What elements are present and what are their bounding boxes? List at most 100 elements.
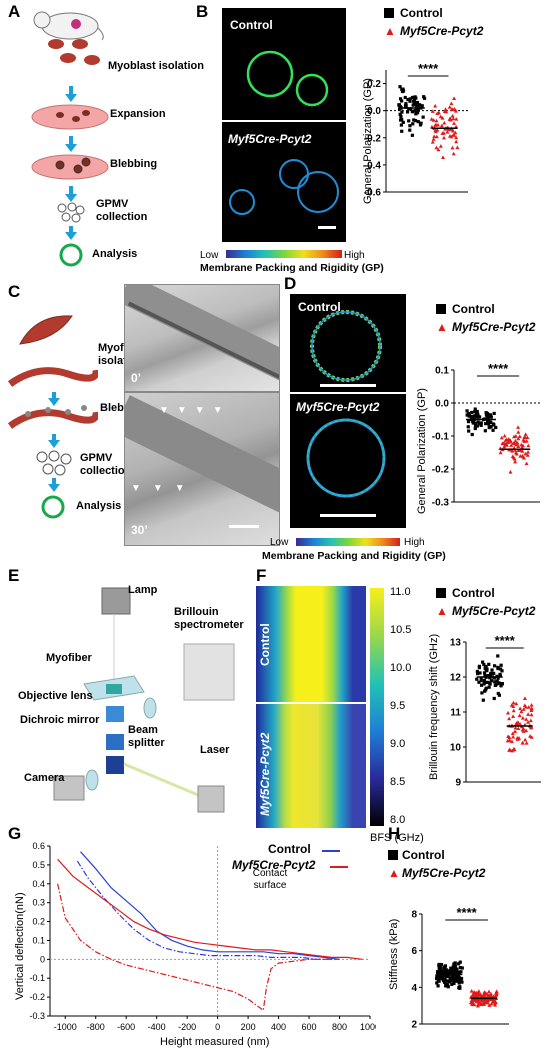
data-point-pcyt2 — [516, 436, 521, 441]
data-point-pcyt2 — [447, 117, 452, 121]
data-point-pcyt2 — [518, 722, 523, 726]
gpmv-circles-icon-c — [36, 450, 72, 476]
y-tick-label: 0.4 — [32, 879, 45, 889]
data-point-pcyt2 — [489, 1001, 494, 1006]
data-point-control — [489, 415, 493, 419]
data-point-pcyt2 — [507, 437, 512, 442]
data-point-pcyt2 — [522, 439, 527, 443]
data-point-pcyt2 — [523, 435, 528, 439]
data-point-control — [477, 666, 482, 670]
data-point-control — [486, 412, 490, 416]
data-point-control — [473, 407, 477, 411]
data-point-control — [458, 979, 462, 983]
data-point-control — [400, 110, 404, 114]
data-point-control — [400, 89, 405, 94]
y-tick-label: -0.6 — [364, 188, 382, 199]
data-point-pcyt2 — [526, 720, 531, 724]
data-point-control — [398, 97, 403, 101]
x-tick-label: -200 — [178, 1022, 196, 1032]
data-point-pcyt2 — [436, 147, 441, 152]
data-point-control — [499, 663, 503, 667]
gpmv-fiber-image-pcyt2: Myf5Cre-Pcyt2 — [290, 394, 406, 528]
label-lamp: Lamp — [128, 584, 158, 596]
data-point-pcyt2 — [442, 135, 447, 140]
data-point-pcyt2 — [480, 998, 485, 1003]
data-point-control — [442, 980, 447, 984]
data-point-control — [498, 672, 502, 677]
step-blebbing: Blebbing — [110, 158, 158, 170]
data-point-control — [481, 698, 485, 702]
data-point-control — [403, 95, 407, 100]
data-point-pcyt2 — [524, 728, 529, 733]
data-point-control — [470, 410, 474, 415]
y-tick-label: -0.1 — [432, 432, 450, 443]
data-point-pcyt2 — [493, 991, 498, 995]
data-point-control — [408, 124, 412, 128]
data-point-pcyt2 — [453, 130, 458, 135]
data-point-pcyt2 — [524, 740, 529, 745]
data-point-pcyt2 — [482, 1000, 487, 1004]
data-point-control — [408, 99, 412, 103]
y-tick-label: -0.3 — [29, 1011, 45, 1021]
data-point-control — [406, 97, 410, 102]
data-point-control — [421, 115, 425, 119]
data-point-control — [443, 968, 447, 972]
data-point-control — [473, 426, 477, 431]
chart-d-ylabel: General Polarization (GP) — [416, 388, 428, 514]
data-point-pcyt2 — [510, 448, 515, 453]
data-point-pcyt2 — [476, 1002, 481, 1007]
data-point-control — [467, 413, 472, 417]
data-point-control — [471, 419, 475, 423]
legend-control: Control — [400, 6, 443, 20]
chart-f-ylabel: Brillouin frequency shift (GHz) — [428, 633, 440, 780]
chart-g-ylabel: Vertical deflection(nN) — [14, 892, 26, 1000]
gpmv-image-pcyt2: Myf5Cre-Pcyt2 — [222, 122, 346, 242]
data-point-control — [415, 111, 420, 115]
data-point-pcyt2 — [509, 443, 514, 447]
myofiber-image-30min: ▼▼▼▼ ▼▼▼ 30’ — [124, 392, 280, 546]
data-point-control — [479, 683, 484, 687]
data-point-control — [446, 979, 450, 983]
data-point-pcyt2 — [519, 442, 524, 447]
data-point-pcyt2 — [516, 444, 521, 449]
data-point-control — [456, 975, 460, 979]
y-tick-label: 2 — [411, 1020, 417, 1031]
bfs-colorbar — [370, 588, 384, 826]
data-point-control — [398, 118, 403, 122]
data-point-control — [410, 133, 414, 137]
data-point-control — [414, 112, 418, 116]
data-point-control — [479, 422, 483, 426]
data-point-control — [486, 673, 490, 678]
x-tick-label: 800 — [332, 1022, 347, 1032]
data-point-pcyt2 — [431, 137, 436, 141]
label-spectrometer: Brillouin spectrometer — [174, 606, 244, 631]
data-point-control — [492, 411, 496, 416]
bfs-tick-label: 11.0 — [390, 586, 411, 598]
data-point-pcyt2 — [454, 139, 459, 144]
legend-triangle-icon: ▲ — [436, 604, 448, 618]
data-point-pcyt2 — [478, 1000, 483, 1005]
data-point-pcyt2 — [525, 453, 530, 457]
data-point-control — [474, 421, 478, 425]
data-point-control — [410, 110, 415, 114]
data-point-pcyt2 — [439, 123, 444, 128]
data-point-pcyt2 — [513, 725, 518, 730]
data-point-pcyt2 — [511, 441, 516, 445]
y-tick-label: -0.2 — [29, 992, 45, 1002]
data-point-pcyt2 — [521, 729, 526, 733]
y-tick-label: 0.5 — [32, 860, 45, 870]
panel-label-h: H — [388, 824, 401, 843]
data-point-pcyt2 — [487, 993, 492, 998]
data-point-pcyt2 — [476, 989, 481, 993]
y-tick-label: 10 — [450, 743, 462, 754]
series-line — [57, 883, 340, 1012]
brillouin-setup-diagram — [53, 587, 235, 813]
data-point-pcyt2 — [514, 441, 519, 445]
y-tick-label: 0.6 — [32, 841, 45, 851]
data-point-control — [412, 118, 416, 122]
bfs-tick-label: 9.0 — [390, 738, 406, 750]
y-tick-label: 0.1 — [435, 366, 449, 377]
data-point-control — [483, 689, 487, 693]
y-tick-label: 0.0 — [435, 399, 449, 410]
data-point-pcyt2 — [449, 134, 454, 139]
